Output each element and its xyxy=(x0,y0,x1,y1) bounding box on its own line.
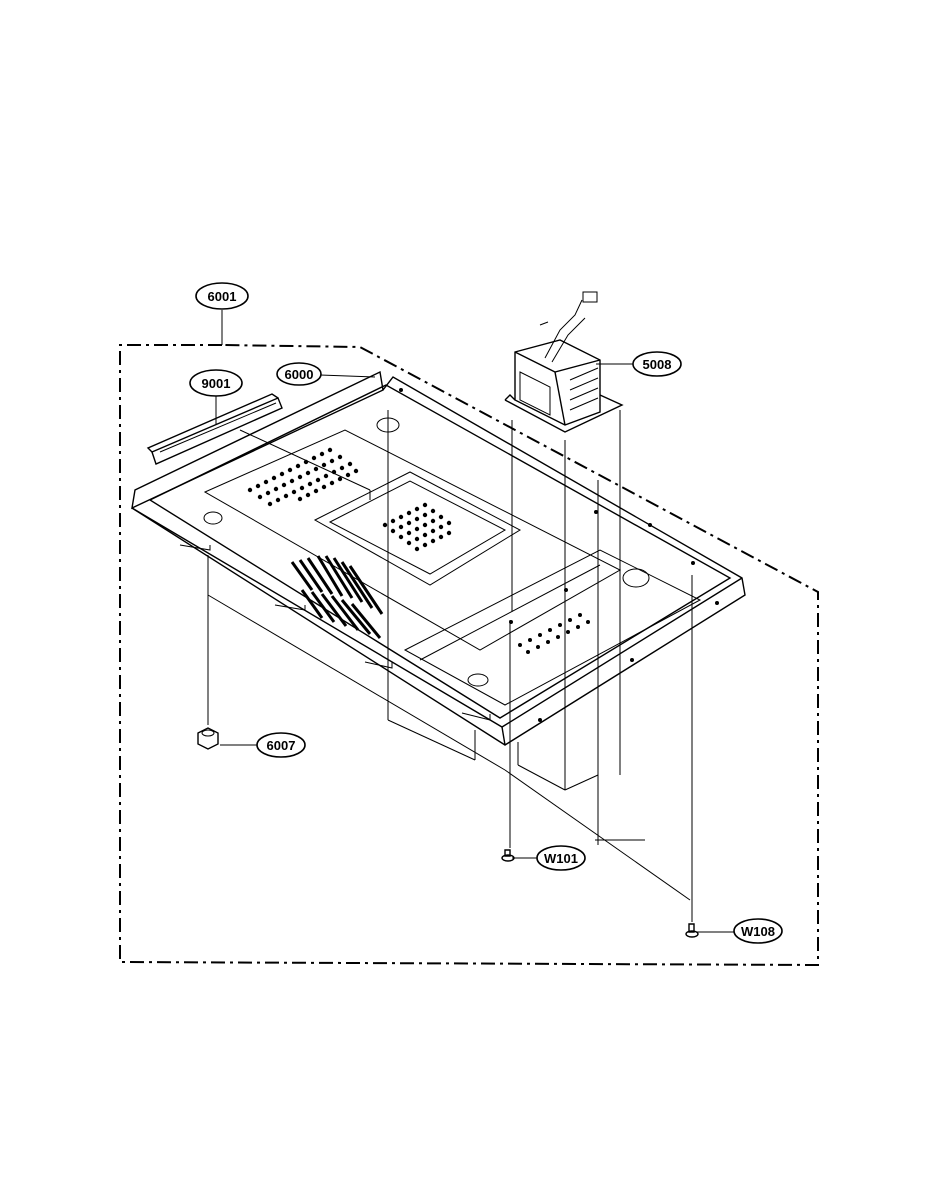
svg-text:5008: 5008 xyxy=(643,357,672,372)
callout-w101: W101 xyxy=(536,845,586,871)
screw-w101 xyxy=(501,849,515,862)
foam-strip xyxy=(146,393,283,465)
callout-6000: 6000 xyxy=(276,362,322,386)
callout-5008: 5008 xyxy=(632,351,682,377)
svg-text:9001: 9001 xyxy=(202,376,231,391)
svg-text:W108: W108 xyxy=(741,924,775,939)
svg-text:6007: 6007 xyxy=(267,738,296,753)
callout-w108: W108 xyxy=(733,918,783,944)
leader-lines xyxy=(207,310,736,933)
svg-text:6001: 6001 xyxy=(208,289,237,304)
transformer xyxy=(504,291,624,433)
assembly-boundary xyxy=(119,344,819,967)
screw-w108 xyxy=(685,923,699,938)
base-plate xyxy=(131,370,746,746)
svg-text:6000: 6000 xyxy=(285,367,314,382)
callout-6001: 6001 xyxy=(195,282,249,310)
callout-6007: 6007 xyxy=(256,732,306,758)
svg-text:W101: W101 xyxy=(544,851,578,866)
callout-9001: 9001 xyxy=(189,369,243,397)
foot-part xyxy=(197,727,219,750)
